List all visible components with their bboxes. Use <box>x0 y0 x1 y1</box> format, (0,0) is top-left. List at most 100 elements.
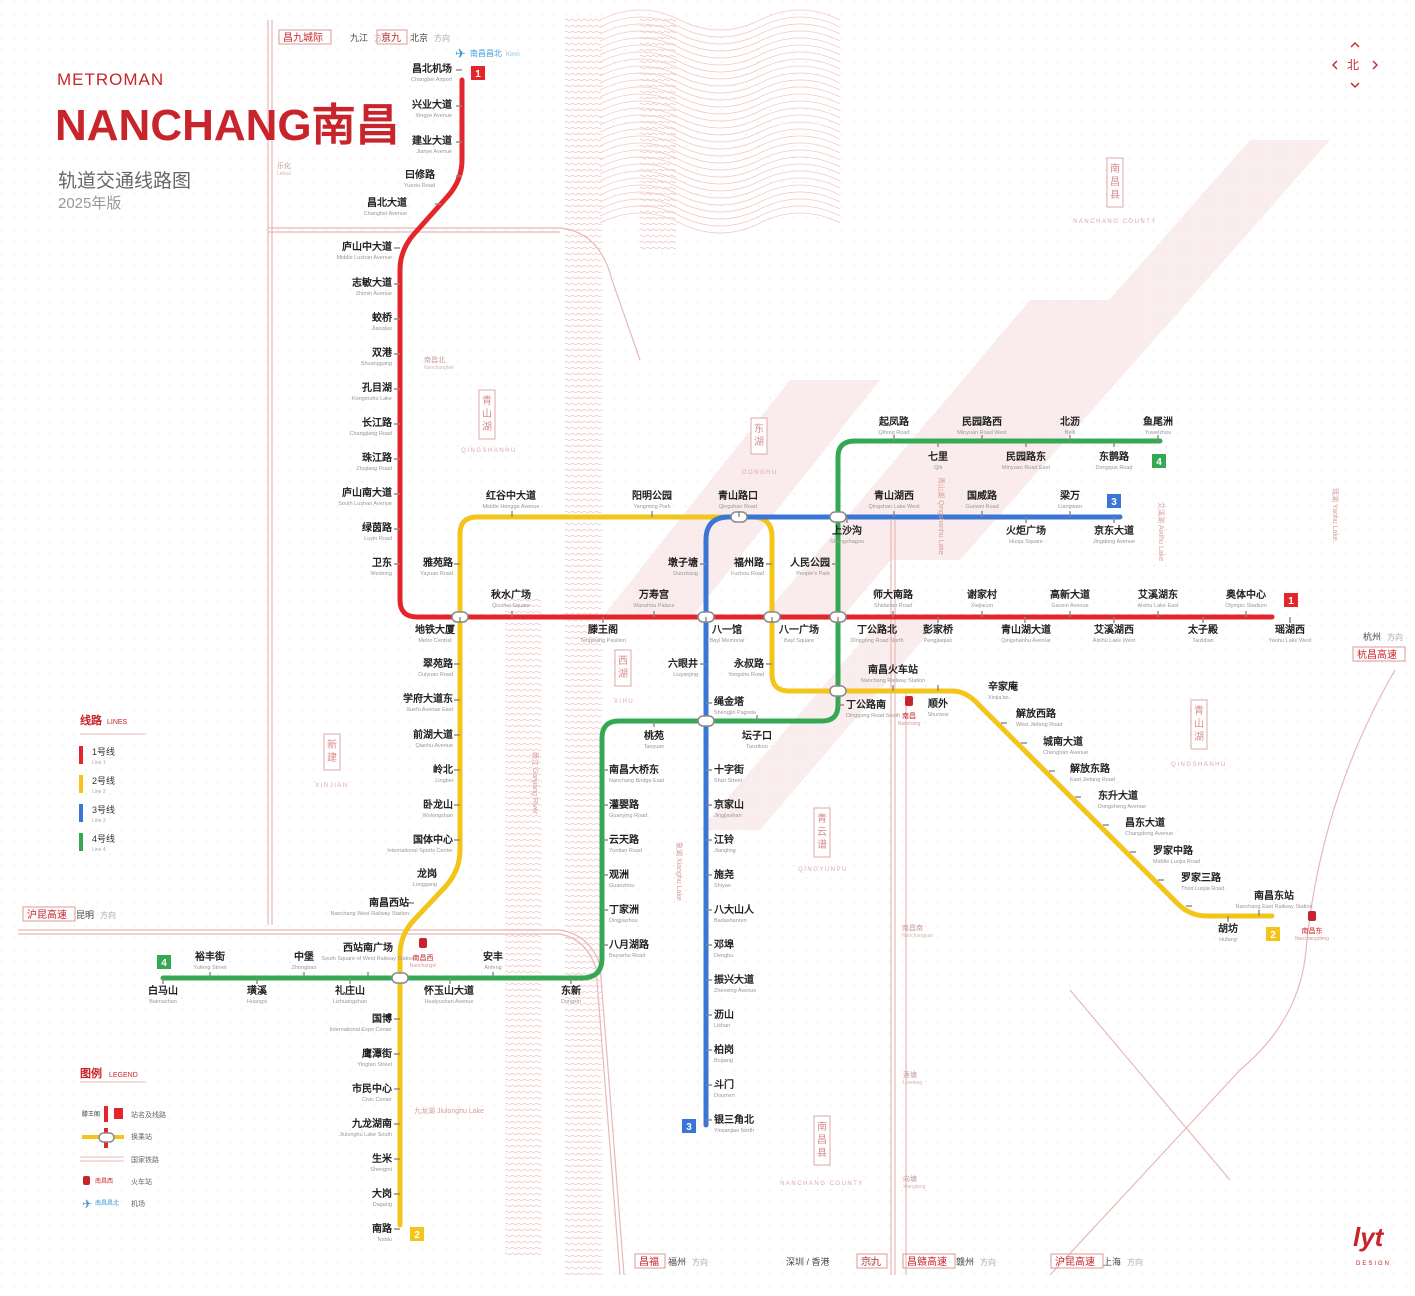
symbol-legend-title-en: LEGEND <box>109 1072 138 1079</box>
station-name: 十字街 <box>714 763 744 776</box>
river-wave <box>564 432 602 436</box>
river-wave <box>564 834 602 838</box>
station-name-en: Qingshanhu Avenue <box>1001 638 1050 644</box>
river-wave <box>564 864 602 868</box>
river-wave <box>504 1192 542 1196</box>
river-wave <box>564 408 602 412</box>
river-wave <box>639 174 677 178</box>
station-name: 银三角北 <box>714 1113 754 1126</box>
station-name-en: Shuanggang <box>361 361 392 367</box>
station-name: 人民公园 <box>790 556 830 569</box>
station-name: 福州路 <box>733 556 765 569</box>
river-wave <box>564 582 602 586</box>
map-subtitle: 轨道交通线路图 <box>58 171 192 192</box>
line-badge-number: 4 <box>1156 457 1162 468</box>
river-wave <box>564 762 602 766</box>
river-wave <box>564 132 602 136</box>
river-wave <box>564 1008 602 1012</box>
station-name-en: West Jiefang Road <box>1016 722 1062 728</box>
river-wave <box>504 724 542 728</box>
ganjiang-river <box>504 9 841 1276</box>
railway-station-name: 南昌东 <box>1302 926 1323 935</box>
station-name-en: Shiyao <box>714 883 731 889</box>
station-name-en: Qifeng Road <box>879 430 910 436</box>
river-wave <box>564 558 602 562</box>
river-wave <box>504 640 542 644</box>
river-wave <box>504 898 542 902</box>
station-name-en: Bayi Memorial <box>710 638 745 644</box>
station-name: 九龙湖南 <box>351 1117 392 1130</box>
river-wave <box>564 480 602 484</box>
river-wave <box>504 880 542 884</box>
station-name: 大岗 <box>372 1187 392 1200</box>
station-name: 北沥 <box>1060 415 1080 428</box>
station-name-en: South Square of West Railway Station <box>321 956 414 962</box>
river-wave <box>564 996 602 1000</box>
river-wave <box>504 1042 542 1046</box>
station-name-en: Bayi Square <box>784 638 814 644</box>
station-name-en: Luyin Road <box>364 536 392 542</box>
river-wave <box>564 240 602 244</box>
river-wave <box>564 276 602 280</box>
district-char: 青 <box>1194 704 1204 717</box>
station-name: 学府大道东 <box>403 692 453 705</box>
station-name-en: Third Luojia Road <box>1181 886 1224 892</box>
river-wave <box>564 264 602 268</box>
river-wave <box>564 954 602 958</box>
river-wave <box>599 163 841 185</box>
river-wave <box>639 198 677 202</box>
river-wave <box>564 1206 602 1210</box>
river-wave <box>564 1272 602 1276</box>
river-wave <box>564 366 602 370</box>
district-char: 东 <box>754 422 764 435</box>
station-name-en: Shunwai <box>927 712 948 718</box>
river-wave <box>564 1098 602 1102</box>
station-name: 岭北 <box>433 763 453 776</box>
direction-city: 深圳 / 香港 <box>786 1256 830 1267</box>
station-name-en: Minyuan Road West <box>957 430 1007 436</box>
river-wave <box>564 246 602 250</box>
river-wave <box>564 36 602 40</box>
river-wave <box>564 792 602 796</box>
river-wave <box>564 372 602 376</box>
river-wave <box>504 760 542 764</box>
station-name: 绿茵路 <box>362 521 393 534</box>
river-wave <box>564 1116 602 1120</box>
river-wave <box>564 1188 602 1192</box>
place-name: 乐化 <box>277 161 291 170</box>
river-wave <box>504 844 542 848</box>
station-name: 万寿宫 <box>638 588 669 601</box>
river-wave <box>599 198 841 220</box>
river-wave <box>564 726 602 730</box>
line-badge <box>682 1119 696 1133</box>
station-name-en: Yaohu Lake West <box>1269 638 1312 644</box>
station-name-en: Dongsheng Avenue <box>1098 804 1146 810</box>
station-name-en: Jianye Avenue <box>416 149 452 155</box>
station-name: 丁公路南 <box>846 698 886 711</box>
station-name-en: Jingdong Avenue <box>1093 539 1135 545</box>
river-wave <box>639 216 677 220</box>
station-name: 中堡 <box>294 950 314 963</box>
river-wave <box>504 700 542 704</box>
river-wave <box>504 1216 542 1220</box>
river-wave <box>564 1140 602 1144</box>
line-badge-number: 3 <box>686 1122 692 1133</box>
river-wave <box>564 798 602 802</box>
station-name: 斗门 <box>714 1078 734 1091</box>
river-wave <box>564 654 602 658</box>
line-badge <box>1266 927 1280 941</box>
river-wave <box>564 360 602 364</box>
river-wave <box>504 1204 542 1208</box>
station-name: 鹰潭街 <box>362 1047 392 1060</box>
station-name-en: Yangming Park <box>633 504 670 510</box>
station-name: 起凤路 <box>878 415 910 428</box>
river-wave <box>564 204 602 208</box>
river-wave <box>504 946 542 950</box>
river-wave <box>564 906 602 910</box>
airport-icon: ✈ <box>455 46 466 61</box>
river-wave <box>504 1162 542 1166</box>
direction-suffix: 方向 <box>374 33 390 43</box>
river-wave <box>504 1000 542 1004</box>
river-wave <box>504 802 542 806</box>
station-name-en: Fuzhou Road <box>731 571 764 577</box>
